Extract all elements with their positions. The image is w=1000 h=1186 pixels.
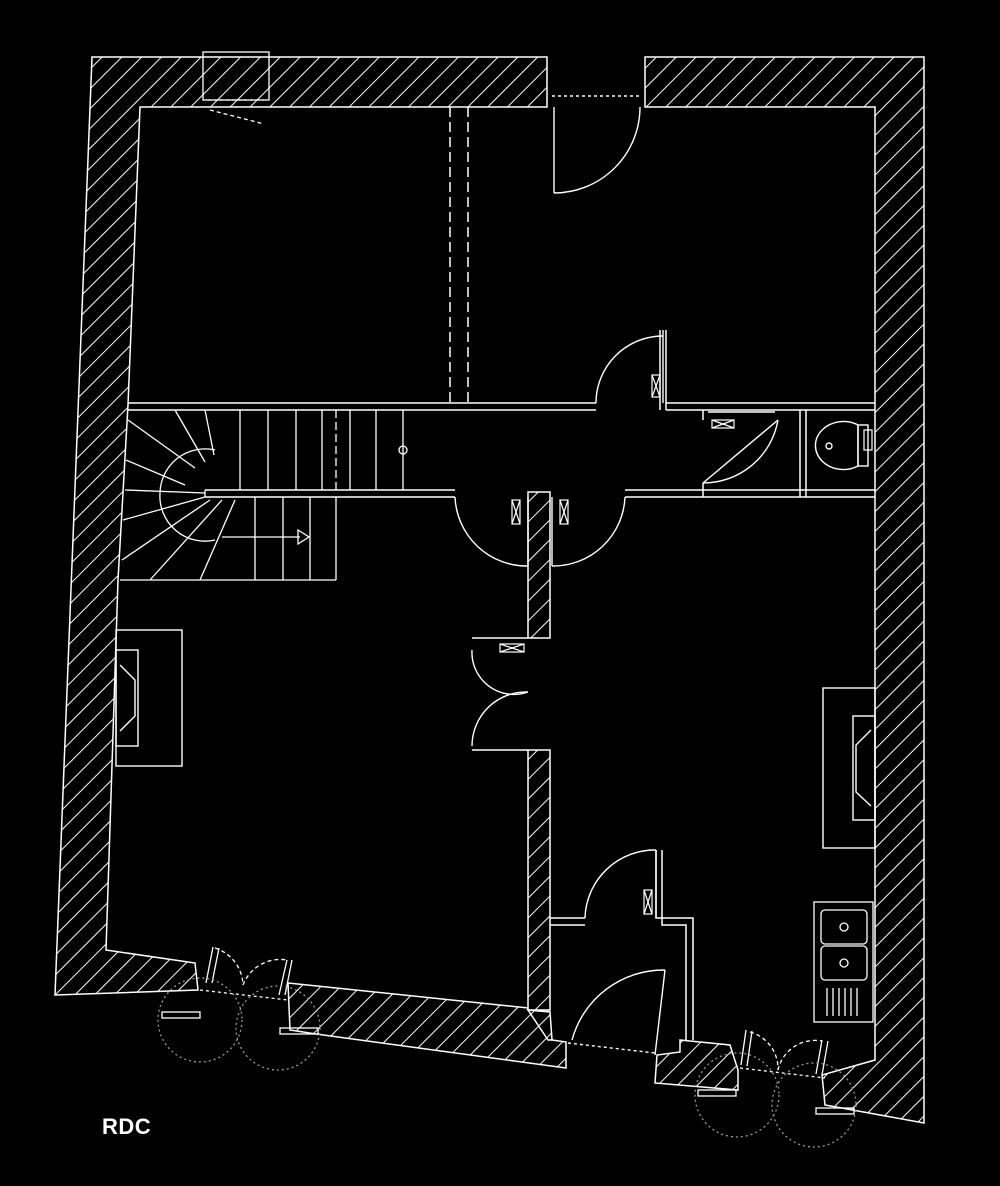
- door-right-room: [551, 496, 626, 567]
- doors: [454, 95, 779, 1056]
- window-bottom-right: [694, 1029, 857, 1148]
- door-top-entrance: [552, 95, 641, 194]
- door-closet: [584, 849, 657, 919]
- staircase: [120, 409, 408, 581]
- wall-top-right: [644, 56, 925, 1124]
- windows: [157, 51, 857, 1148]
- interior-walls: [526, 491, 553, 1041]
- level-label: RDC: [102, 1114, 152, 1139]
- wall-bottom-left: [287, 982, 567, 1069]
- toilet-icon: [814, 420, 869, 471]
- partition-central-lower: [527, 749, 551, 1011]
- wall-top-left: [54, 56, 548, 996]
- triangle-arrow-icon: [297, 528, 311, 546]
- double-sink-icon: [813, 901, 874, 1023]
- door-left-room: [454, 496, 529, 567]
- exterior-walls: [54, 56, 925, 1124]
- door-wc: [702, 419, 779, 484]
- door-double-middle: [471, 649, 529, 747]
- window-top: [202, 51, 270, 125]
- fireplace-icon: [822, 687, 876, 849]
- partition-junction: [526, 1009, 553, 1041]
- door-hallway-upper: [595, 330, 664, 404]
- wall-bottom-middle: [654, 1039, 739, 1091]
- partition-central-upper: [527, 491, 551, 639]
- electrical-markers: [499, 374, 873, 915]
- window-bottom-left: [157, 946, 321, 1071]
- thin-partitions: [128, 107, 875, 1040]
- fireplace-icon: [115, 629, 183, 767]
- door-front-entrance: [567, 969, 666, 1056]
